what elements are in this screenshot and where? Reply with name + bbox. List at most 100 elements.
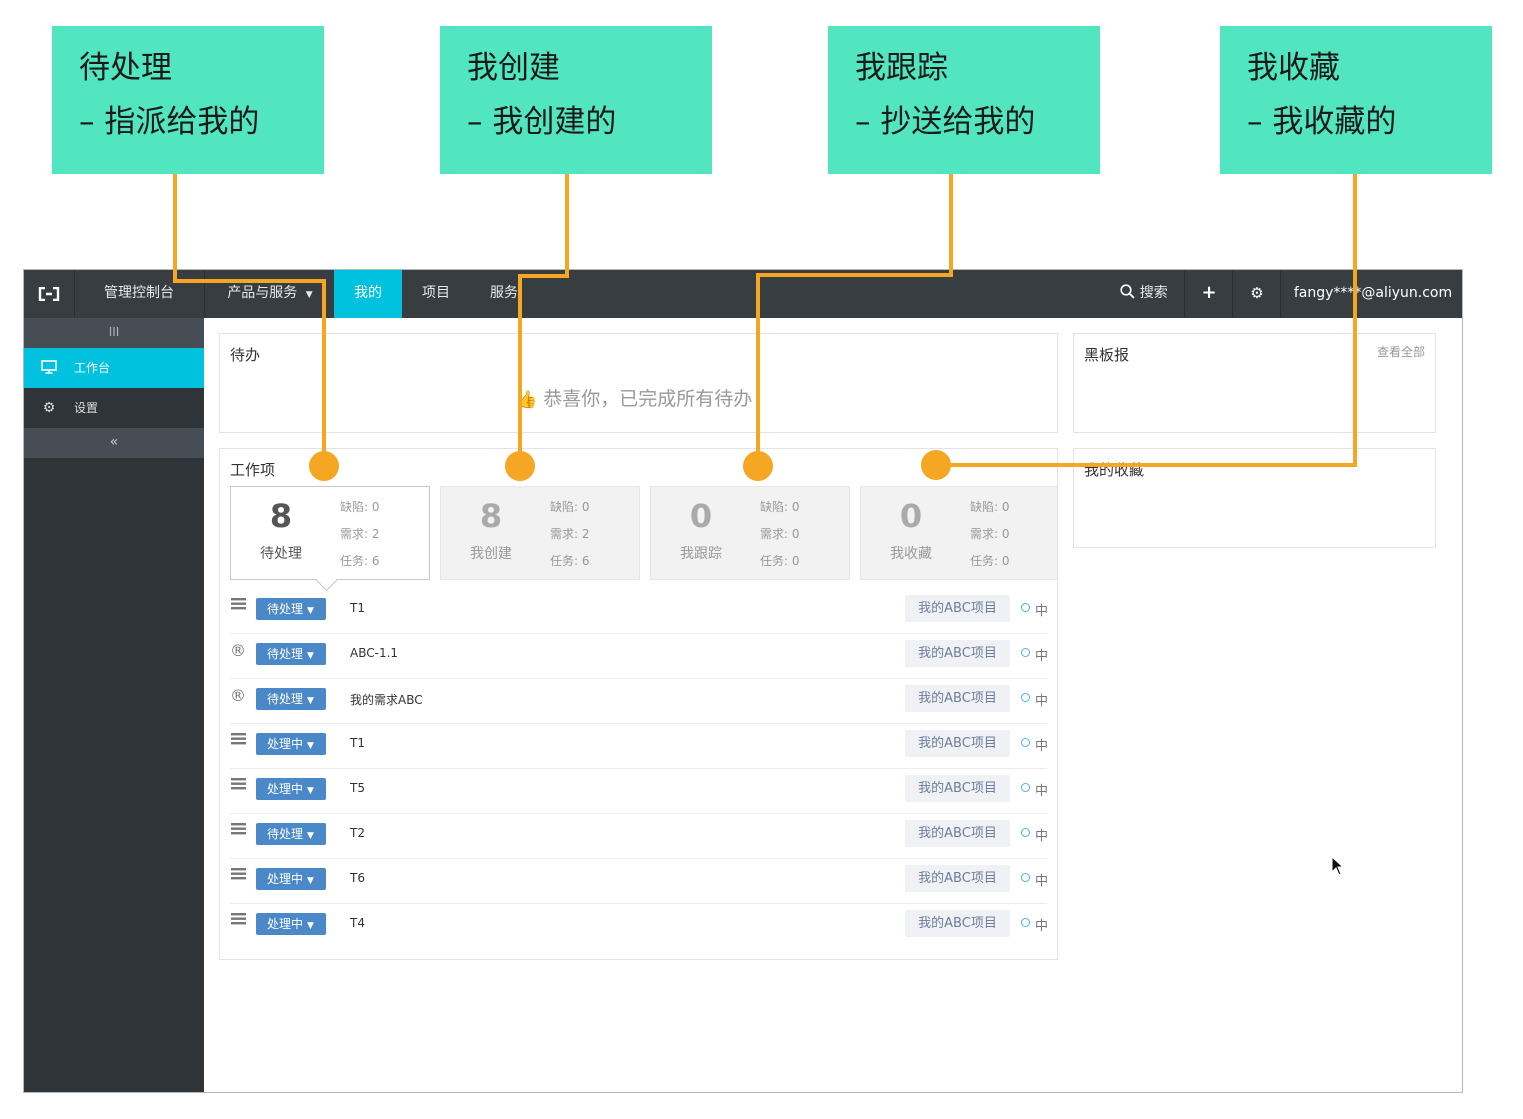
priority-label: 中 xyxy=(1035,649,1049,664)
status-label: 待处理 xyxy=(267,827,304,841)
workitem-title[interactable]: T1 xyxy=(350,736,365,750)
sidebar-item-label: 工作台 xyxy=(74,361,111,375)
workitem-title[interactable]: T1 xyxy=(350,601,365,615)
table-row[interactable]: 处理中▼ T5 我的ABC项目 中 xyxy=(230,769,1049,814)
project-tag[interactable]: 我的ABC项目 xyxy=(905,595,1010,622)
sidebar-collapse-button[interactable]: « xyxy=(24,428,204,458)
callout-title: 我创建 xyxy=(467,50,560,86)
card-stat-requirements: 需求: 0 xyxy=(970,527,1010,541)
workitem-title[interactable]: T6 xyxy=(350,871,365,885)
status-dropdown[interactable]: 待处理▼ xyxy=(256,643,326,665)
workitems-panel: 工作项 8 待处理 缺陷: 0 需求: 2 任务: 6 8 我创建 缺陷: 0 … xyxy=(219,448,1058,960)
task-icon xyxy=(230,868,246,884)
status-dropdown[interactable]: 处理中▼ xyxy=(256,868,326,890)
status-dropdown[interactable]: 待处理▼ xyxy=(256,688,326,710)
todo-panel: 待办 👍 恭喜你，已完成所有待办 xyxy=(219,333,1058,433)
priority-label: 中 xyxy=(1035,784,1049,799)
caret-down-icon: ▼ xyxy=(307,741,314,751)
sidebar-item-workbench[interactable]: 工作台 xyxy=(24,348,204,388)
card-stat-tasks: 任务: 0 xyxy=(970,554,1010,568)
tab-projects[interactable]: 项目 xyxy=(422,285,450,301)
requirement-icon: ® xyxy=(230,641,246,660)
workitem-title[interactable]: 我的需求ABC xyxy=(350,693,423,707)
tab-services[interactable]: 服务 xyxy=(490,285,518,301)
user-account[interactable]: fangy****@aliyun.com xyxy=(1280,270,1462,318)
caret-down-icon: ▼ xyxy=(307,696,314,706)
top-navbar: 管理控制台 产品与服务 ▼ 我的 项目 服务 搜索 + ⚙ fangy****@… xyxy=(24,270,1462,318)
sidebar: III 工作台 ⚙ 设置 « xyxy=(24,318,204,1092)
sidebar-item-settings[interactable]: ⚙ 设置 xyxy=(24,388,204,428)
tab-mine[interactable]: 我的 xyxy=(334,270,402,318)
card-favorites[interactable]: 0 我收藏 缺陷: 0 需求: 0 任务: 0 xyxy=(860,486,1057,580)
caret-down-icon: ▼ xyxy=(305,290,313,300)
priority-dot-icon xyxy=(1021,783,1030,792)
card-count: 0 xyxy=(689,497,713,535)
workitem-title[interactable]: T4 xyxy=(350,916,365,930)
status-dropdown[interactable]: 待处理▼ xyxy=(256,598,326,620)
callout-title: 我收藏 xyxy=(1247,50,1340,86)
add-button[interactable]: + xyxy=(1184,270,1233,318)
status-dropdown[interactable]: 处理中▼ xyxy=(256,913,326,935)
project-tag[interactable]: 我的ABC项目 xyxy=(905,910,1010,937)
status-label: 处理中 xyxy=(267,917,304,931)
project-tag[interactable]: 我的ABC项目 xyxy=(905,685,1010,712)
callout-title: 我跟踪 xyxy=(855,50,948,86)
table-row[interactable]: ® 待处理▼ ABC-1.1 我的ABC项目 中 xyxy=(230,634,1049,679)
products-menu[interactable]: 产品与服务 ▼ xyxy=(204,270,335,318)
status-dropdown[interactable]: 处理中▼ xyxy=(256,778,326,800)
sidebar-handle-icon[interactable]: III xyxy=(24,318,204,348)
gear-icon: ⚙ xyxy=(42,400,56,416)
card-label: 我收藏 xyxy=(890,546,932,562)
priority-dot-icon xyxy=(1021,738,1030,747)
console-link[interactable]: 管理控制台 xyxy=(104,285,174,301)
priority-dot-icon xyxy=(1021,828,1030,837)
card-stat-defects: 缺陷: 0 xyxy=(970,500,1010,514)
caret-down-icon: ▼ xyxy=(307,786,314,796)
project-tag[interactable]: 我的ABC项目 xyxy=(905,865,1010,892)
status-label: 处理中 xyxy=(267,872,304,886)
card-stat-defects: 缺陷: 0 xyxy=(340,500,380,514)
status-label: 待处理 xyxy=(267,602,304,616)
project-tag[interactable]: 我的ABC项目 xyxy=(905,730,1010,757)
task-icon xyxy=(230,598,246,614)
workitem-title[interactable]: T5 xyxy=(350,781,365,795)
aliyun-logo-icon[interactable] xyxy=(24,270,75,318)
status-label: 处理中 xyxy=(267,737,304,751)
caret-down-icon: ▼ xyxy=(307,921,314,931)
view-all-link[interactable]: 查看全部 xyxy=(1376,345,1425,359)
card-pending[interactable]: 8 待处理 缺陷: 0 需求: 2 任务: 6 xyxy=(230,486,430,592)
settings-button[interactable]: ⚙ xyxy=(1232,270,1281,318)
status-label: 处理中 xyxy=(267,782,304,796)
app-window: 管理控制台 产品与服务 ▼ 我的 项目 服务 搜索 + ⚙ fangy****@… xyxy=(23,269,1463,1093)
callout-subtitle: – 我收藏的 xyxy=(1247,104,1397,140)
priority-label: 中 xyxy=(1035,604,1049,619)
callout-created: 我创建 – 我创建的 xyxy=(440,26,712,174)
workitem-title[interactable]: T2 xyxy=(350,826,365,840)
project-tag[interactable]: 我的ABC项目 xyxy=(905,775,1010,802)
favorites-panel: 我的收藏 xyxy=(1073,448,1436,548)
callout-favorites: 我收藏 – 我收藏的 xyxy=(1220,26,1492,174)
project-tag[interactable]: 我的ABC项目 xyxy=(905,640,1010,667)
aliyun-logo-icon xyxy=(38,287,60,301)
status-dropdown[interactable]: 待处理▼ xyxy=(256,823,326,845)
search-button[interactable]: 搜索 xyxy=(1104,270,1184,318)
table-row[interactable]: 待处理▼ T1 我的ABC项目 中 xyxy=(230,589,1049,634)
card-created[interactable]: 8 我创建 缺陷: 0 需求: 2 任务: 6 xyxy=(440,486,640,580)
board-title: 黑板报 xyxy=(1084,346,1130,364)
favorites-title: 我的收藏 xyxy=(1084,461,1145,479)
priority-label: 中 xyxy=(1035,694,1049,709)
project-tag[interactable]: 我的ABC项目 xyxy=(905,820,1010,847)
todo-empty-message: 👍 恭喜你，已完成所有待办 xyxy=(516,384,752,411)
status-label: 待处理 xyxy=(267,692,304,706)
card-stat-requirements: 需求: 0 xyxy=(760,527,800,541)
status-dropdown[interactable]: 处理中▼ xyxy=(256,733,326,755)
workitem-title[interactable]: ABC-1.1 xyxy=(350,646,399,660)
card-tracking[interactable]: 0 我跟踪 缺陷: 0 需求: 0 任务: 0 xyxy=(650,486,850,580)
callout-subtitle: – 我创建的 xyxy=(467,104,617,140)
callout-pending: 待处理 – 指派给我的 xyxy=(52,26,324,174)
